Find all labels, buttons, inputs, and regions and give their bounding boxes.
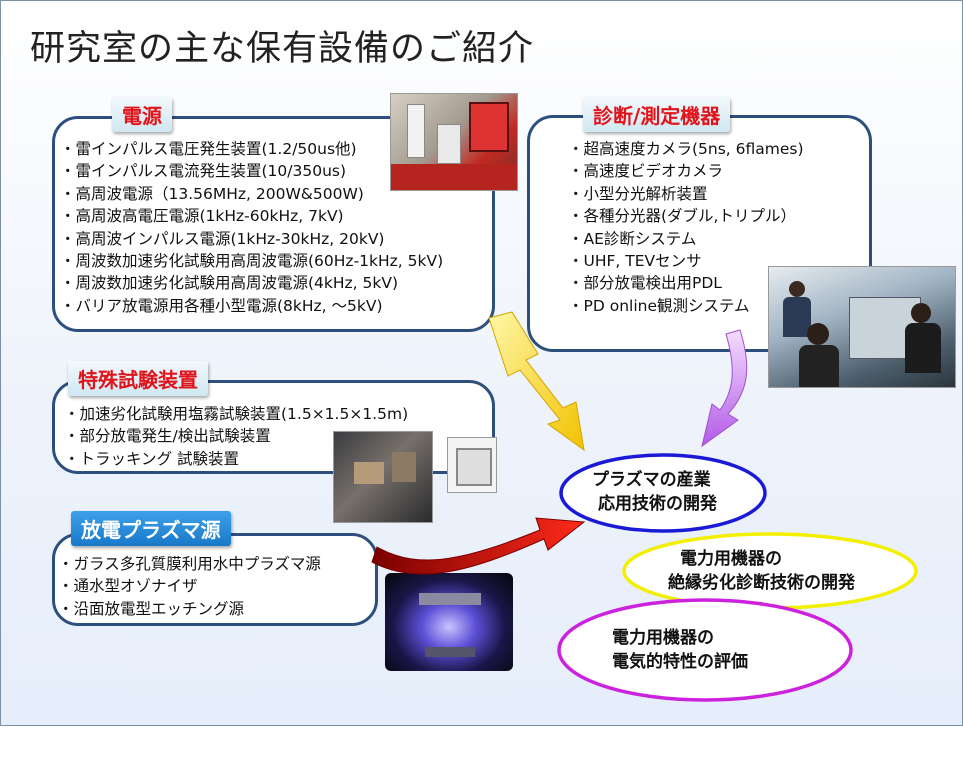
- list-item: ・UHF, TEVセンサ: [568, 252, 702, 271]
- plasma-source-label: 放電プラズマ源: [71, 511, 231, 546]
- outcome-characteristics-text: 電力用機器の 電気的特性の評価: [612, 626, 748, 674]
- outcome-line: 電気的特性の評価: [612, 652, 748, 672]
- outcome-ellipse-plasma: [559, 453, 767, 533]
- outcome-line: 応用技術の開発: [598, 494, 717, 514]
- power-equipment-photo: [390, 93, 518, 191]
- outcome-ellipse-characteristics: [557, 598, 853, 702]
- outcome-diagnosis-text: 電力用機器の 絶縁劣化診断技術の開発: [668, 547, 855, 595]
- list-item: ・トラッキング 試験装置: [64, 449, 239, 468]
- list-item: ・AE診断システム: [568, 229, 697, 248]
- list-item: ・小型分光解析装置: [568, 184, 708, 203]
- list-item: ・各種分光器(ダブル,トリプル）: [568, 207, 796, 226]
- special-test-label: 特殊試験装置: [68, 361, 208, 396]
- list-item: ・周波数加速劣化試験用高周波電源(4kHz, 5kV): [60, 274, 399, 293]
- lightning-arrow: [488, 311, 585, 452]
- list-item: ・部分放電発生/検出試験装置: [64, 427, 271, 446]
- list-item: ・超高速度カメラ(5ns, 6flames): [568, 140, 804, 158]
- list-item: ・雷インパルス電圧発生装置(1.2/50us他): [60, 140, 357, 158]
- list-item: ・沿面放電型エッチング源: [58, 599, 245, 618]
- outcome-plasma-text: プラズマの産業 応用技術の開発: [592, 468, 717, 516]
- diagnosis-label: 診断/測定機器: [583, 97, 731, 132]
- list-item: ・加速劣化試験用塩霧試験装置(1.5×1.5×1.5m): [64, 405, 409, 423]
- power-label: 電源: [112, 97, 172, 132]
- list-item: ・バリア放電源用各種小型電源(8kHz, ～5kV): [60, 296, 383, 315]
- lab-people-photo: [768, 266, 956, 388]
- list-item: ・部分放電検出用PDL: [568, 274, 722, 293]
- list-item: ・高周波インパルス電源(1kHz-30kHz, 20kV): [60, 229, 385, 248]
- page-title: 研究室の主な保有設備のご紹介: [30, 29, 535, 69]
- diagnosis-arrow: [701, 329, 748, 448]
- list-item: ・高周波電源（13.56MHz, 200W&500W): [60, 184, 364, 203]
- diagnosis-list: ・超高速度カメラ(5ns, 6flames) ・高速度ビデオカメラ ・小型分光解…: [568, 138, 804, 317]
- list-item: ・通水型オゾナイザ: [58, 577, 198, 596]
- plasma-arrow: [371, 517, 586, 575]
- list-item: ・ガラス多孔質膜利用水中プラズマ源: [58, 555, 321, 573]
- outcome-line: 電力用機器の: [612, 628, 714, 648]
- test-chamber-photo: [333, 431, 433, 523]
- outcome-line: プラズマの産業: [592, 470, 711, 490]
- outcome-line: 電力用機器の: [680, 549, 782, 569]
- list-item: ・PD online観測システム: [568, 296, 750, 315]
- plasma-source-list: ・ガラス多孔質膜利用水中プラズマ源 ・通水型オゾナイザ ・沿面放電型エッチング源: [58, 553, 321, 620]
- list-item: ・周波数加速劣化試験用高周波電源(60Hz-1kHz, 5kV): [60, 252, 444, 271]
- outcome-line: 絶縁劣化診断技術の開発: [668, 573, 855, 593]
- list-item: ・雷インパルス電流発生装置(10/350us): [60, 162, 347, 181]
- tracking-device-photo: [447, 437, 497, 493]
- list-item: ・高周波高電圧電源(1kHz-60kHz, 7kV): [60, 207, 344, 226]
- special-test-list: ・加速劣化試験用塩霧試験装置(1.5×1.5×1.5m) ・部分放電発生/検出試…: [64, 403, 408, 470]
- power-list: ・雷インパルス電圧発生装置(1.2/50us他) ・雷インパルス電流発生装置(1…: [60, 138, 443, 317]
- list-item: ・高速度ビデオカメラ: [568, 162, 724, 181]
- plasma-discharge-photo: [385, 573, 513, 671]
